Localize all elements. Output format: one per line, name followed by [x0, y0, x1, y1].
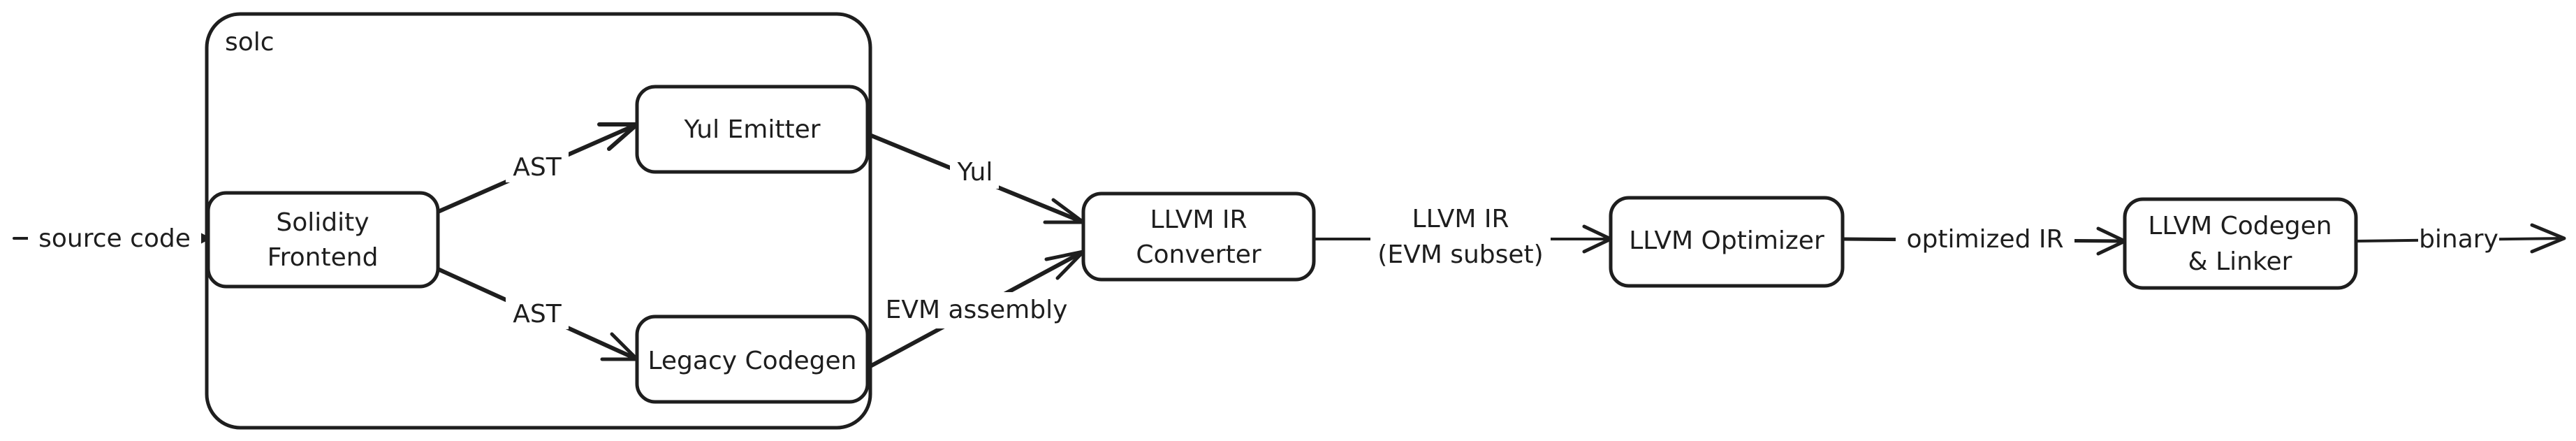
- node-llvm-codegen-linker[interactable]: LLVM Codegen & Linker: [2123, 197, 2358, 290]
- edge-label-llvm-ir-line1: LLVM IR: [1412, 205, 1509, 233]
- label-bg: [506, 150, 569, 182]
- node-llvm-ir-converter[interactable]: LLVM IR Converter: [1081, 191, 1316, 282]
- label-bg: [506, 297, 569, 329]
- edge-source-code: source code: [13, 222, 210, 254]
- node-llvm-codegen-linker-line1: LLVM Codegen: [2148, 212, 2332, 240]
- label-bg: [881, 292, 1071, 328]
- node-llvm-ir-converter-line1: LLVM IR: [1150, 205, 1247, 234]
- label-bg: [1370, 201, 1551, 274]
- node-solidity-frontend-line2: Frontend: [268, 243, 379, 272]
- edge-binary: binary: [2355, 223, 2566, 257]
- edge-evm-assembly: EVM assembly: [868, 250, 1085, 368]
- node-llvm-optimizer[interactable]: LLVM Optimizer: [1609, 196, 1845, 288]
- edge-ast-to-yul-emitter: AST: [436, 122, 639, 214]
- arrowhead-icon: [1044, 250, 1085, 280]
- edge-label-llvm-ir-line2: (EVM subset): [1377, 240, 1543, 269]
- edge-label-binary: binary: [2419, 225, 2498, 254]
- arrowhead-icon: [2530, 223, 2566, 254]
- edge-label-evm-assembly: EVM assembly: [886, 296, 1068, 324]
- node-solidity-frontend[interactable]: Solidity Frontend: [206, 191, 440, 289]
- node-yul-emitter[interactable]: Yul Emitter: [635, 85, 870, 174]
- node-legacy-codegen[interactable]: Legacy Codegen: [635, 315, 870, 404]
- edge-llvm-ir: LLVM IR (EVM subset): [1312, 201, 1613, 274]
- label-bg: [1896, 222, 2074, 257]
- edge-label-ast-bottom: AST: [513, 300, 562, 328]
- edge-label-ast-top: AST: [513, 153, 562, 182]
- node-legacy-codegen-label: Legacy Codegen: [647, 347, 856, 375]
- edge-ast-to-legacy-codegen: AST: [436, 267, 639, 361]
- edge-label-source-code: source code: [38, 224, 191, 253]
- edge-optimized-ir: optimized IR: [1840, 222, 2127, 257]
- node-llvm-optimizer-label: LLVM Optimizer: [1629, 226, 1824, 255]
- node-solidity-frontend-line1: Solidity: [276, 208, 369, 237]
- label-bg: [2418, 224, 2499, 257]
- node-llvm-ir-converter-line2: Converter: [1136, 240, 1261, 269]
- node-llvm-codegen-linker-line2: & Linker: [2188, 247, 2292, 276]
- edge-label-yul: Yul: [957, 158, 993, 187]
- label-bg: [950, 154, 999, 189]
- edge-yul: Yul: [868, 133, 1085, 224]
- node-yul-emitter-label: Yul Emitter: [683, 115, 820, 144]
- edge-label-optimized-ir: optimized IR: [1906, 225, 2063, 254]
- label-bg: [28, 222, 201, 254]
- solc-container-label: solc: [225, 28, 275, 57]
